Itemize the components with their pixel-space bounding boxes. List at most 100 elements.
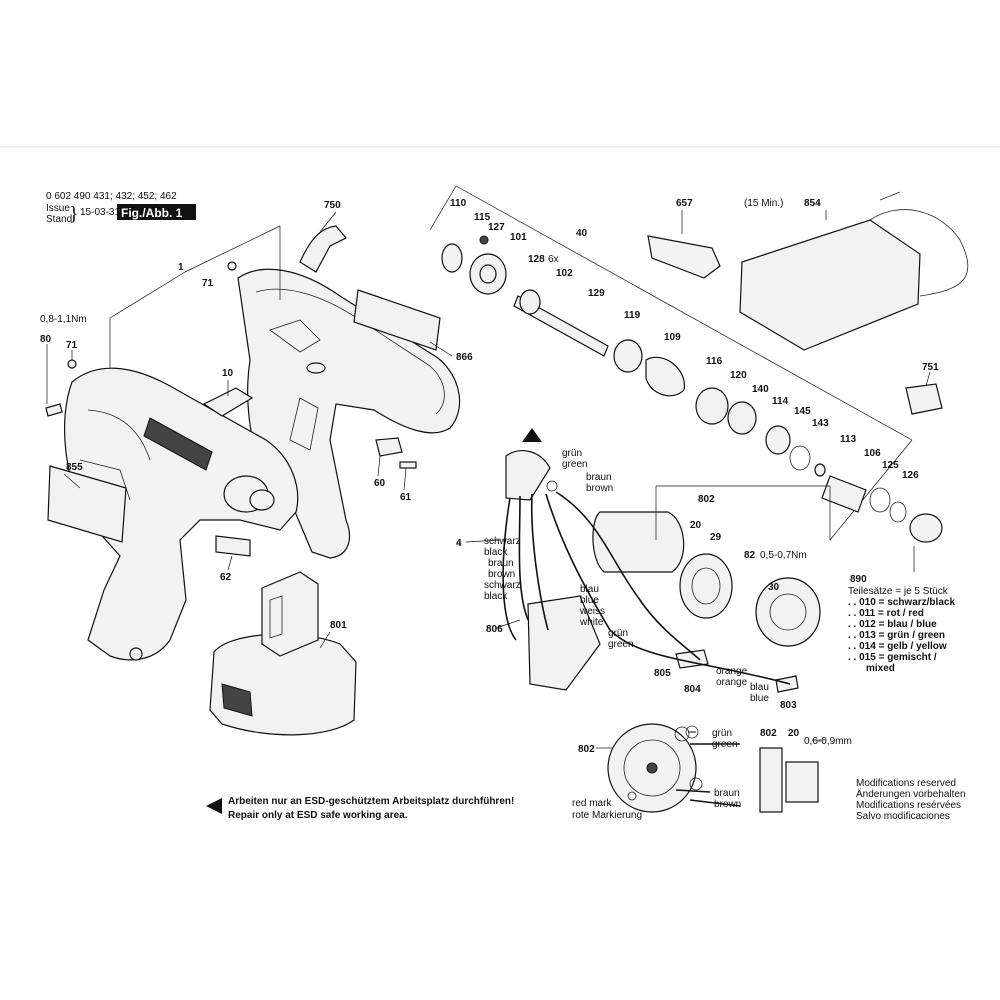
mod-de: Änderungen vorbehalten <box>856 788 966 800</box>
part-115: 115 <box>474 212 491 223</box>
part-657: 657 <box>676 198 693 209</box>
qty-128: 6x <box>548 254 559 265</box>
part-803: 803 <box>780 700 797 711</box>
switch-slider <box>202 387 254 417</box>
part-101: 101 <box>510 232 527 243</box>
part-801: 801 <box>330 620 347 631</box>
kit-item-012: . . 012 = blau / blue <box>848 619 937 630</box>
part-802-bottom: 802 <box>578 744 595 755</box>
issue-date: 15-03-31 <box>80 207 120 218</box>
part-30: 30 <box>768 582 780 593</box>
kit-title: Teilesätze = je 5 Stück <box>848 586 949 597</box>
part-102: 102 <box>556 268 573 279</box>
wire-4 <box>555 491 701 661</box>
mod-en: Modifications reserved <box>856 778 956 789</box>
kit-item-011: . . 011 = rot / red <box>848 608 924 619</box>
screw-80 <box>45 403 63 417</box>
wire-gruen-bottom-en: green <box>712 739 738 750</box>
minus-symbol <box>685 725 699 739</box>
red-mark-en: red mark <box>572 798 612 809</box>
figure-label: Fig./Abb. 1 <box>121 206 183 220</box>
label-855 <box>47 465 127 543</box>
motor-802 <box>592 511 821 647</box>
part-110: 110 <box>450 198 467 209</box>
plus-symbol-bottom <box>689 777 703 791</box>
assembly-axis-end <box>829 439 913 541</box>
part-106: 106 <box>864 448 881 459</box>
esd-warning-en: Repair only at ESD safe working area. <box>228 810 408 821</box>
part-854: 854 <box>804 198 821 209</box>
motor-end-detail <box>607 723 741 813</box>
part-116: 116 <box>706 356 723 367</box>
part-143: 143 <box>812 418 829 429</box>
part-71-top: 71 <box>202 278 214 289</box>
brace-glyph: } <box>69 203 79 225</box>
wire-braun-left-de: braun <box>488 558 514 569</box>
wire-3 <box>545 493 791 685</box>
part-126: 126 <box>902 470 919 481</box>
part-1: 1 <box>178 262 184 273</box>
wire-5 <box>502 497 517 641</box>
part-119: 119 <box>624 310 641 321</box>
wire-gruen-top-en: green <box>562 459 588 470</box>
part-113: 113 <box>840 434 857 445</box>
part-71-left: 71 <box>66 340 78 351</box>
wire-schwarz2-en: black <box>484 591 508 602</box>
wire-weiss-en: white <box>579 617 604 628</box>
belt-clip-750 <box>299 225 347 273</box>
wire-blau-right-de: blau <box>750 682 769 693</box>
wire-blau-right-en: blue <box>750 693 769 704</box>
wire-braun-bottom-de: braun <box>714 788 740 799</box>
part-114: 114 <box>772 396 789 407</box>
torque-82: 0,5-0,7Nm <box>760 550 807 561</box>
figure-label-box <box>117 204 196 220</box>
gap-detail-20 <box>759 739 826 813</box>
part-125: 125 <box>882 460 899 471</box>
battery-pack-801 <box>209 571 357 736</box>
label-866 <box>353 289 441 351</box>
rotation-switch <box>215 535 251 557</box>
part-855: 855 <box>66 462 83 473</box>
part-890: 890 <box>850 574 867 585</box>
part-804: 804 <box>684 684 701 695</box>
plus-symbol <box>546 480 558 492</box>
charger-time: (15 Min.) <box>744 198 783 209</box>
part-750: 750 <box>324 200 341 211</box>
part-751: 751 <box>922 362 939 373</box>
mod-fr: Modifications resérvées <box>856 800 961 811</box>
part-806: 806 <box>486 624 503 635</box>
wire-braun-bottom-en: brown <box>714 799 741 810</box>
clip-60 <box>375 437 403 457</box>
mod-es: Salvo modificaciones <box>856 811 950 822</box>
esd-warning-arrow <box>206 798 222 814</box>
issue-label: Issue <box>46 203 70 214</box>
part-129: 129 <box>588 288 605 299</box>
wire-schwarz2-de: schwarz <box>484 580 521 591</box>
kit-item-013: . . 013 = grün / green <box>848 630 945 641</box>
wire-gruen-mid-de: grün <box>608 628 628 639</box>
wire-2 <box>530 493 549 631</box>
leader-lines <box>46 210 931 749</box>
wire-schwarz1-en: black <box>484 547 508 558</box>
wire-schwarz1-de: schwarz <box>484 536 521 547</box>
wire-orange-2: orange <box>716 677 748 688</box>
stand-label: Stand <box>46 214 72 225</box>
wire-braun-top-en: brown <box>586 483 613 494</box>
wire-gruen-mid-en: green <box>608 639 634 650</box>
wire-blau-en: blue <box>580 595 599 606</box>
part-127: 127 <box>488 222 505 233</box>
wrench-657 <box>647 235 721 279</box>
part-145: 145 <box>794 406 811 417</box>
assembly-axis-start <box>429 185 457 231</box>
kit-item-010: . . 010 = schwarz/black <box>848 597 955 608</box>
screw-71 <box>67 359 77 369</box>
part-62: 62 <box>220 572 232 583</box>
part-4: 4 <box>456 538 462 549</box>
part-80: 80 <box>40 334 52 345</box>
modifications-notice: Modifications reserved Änderungen vorbeh… <box>856 778 966 822</box>
wire-gruen-top-de: grün <box>562 448 582 459</box>
part-802-gap: 802 <box>760 728 777 739</box>
kit-item-015-cont: mixed <box>866 663 895 674</box>
part-128: 128 <box>528 254 545 265</box>
